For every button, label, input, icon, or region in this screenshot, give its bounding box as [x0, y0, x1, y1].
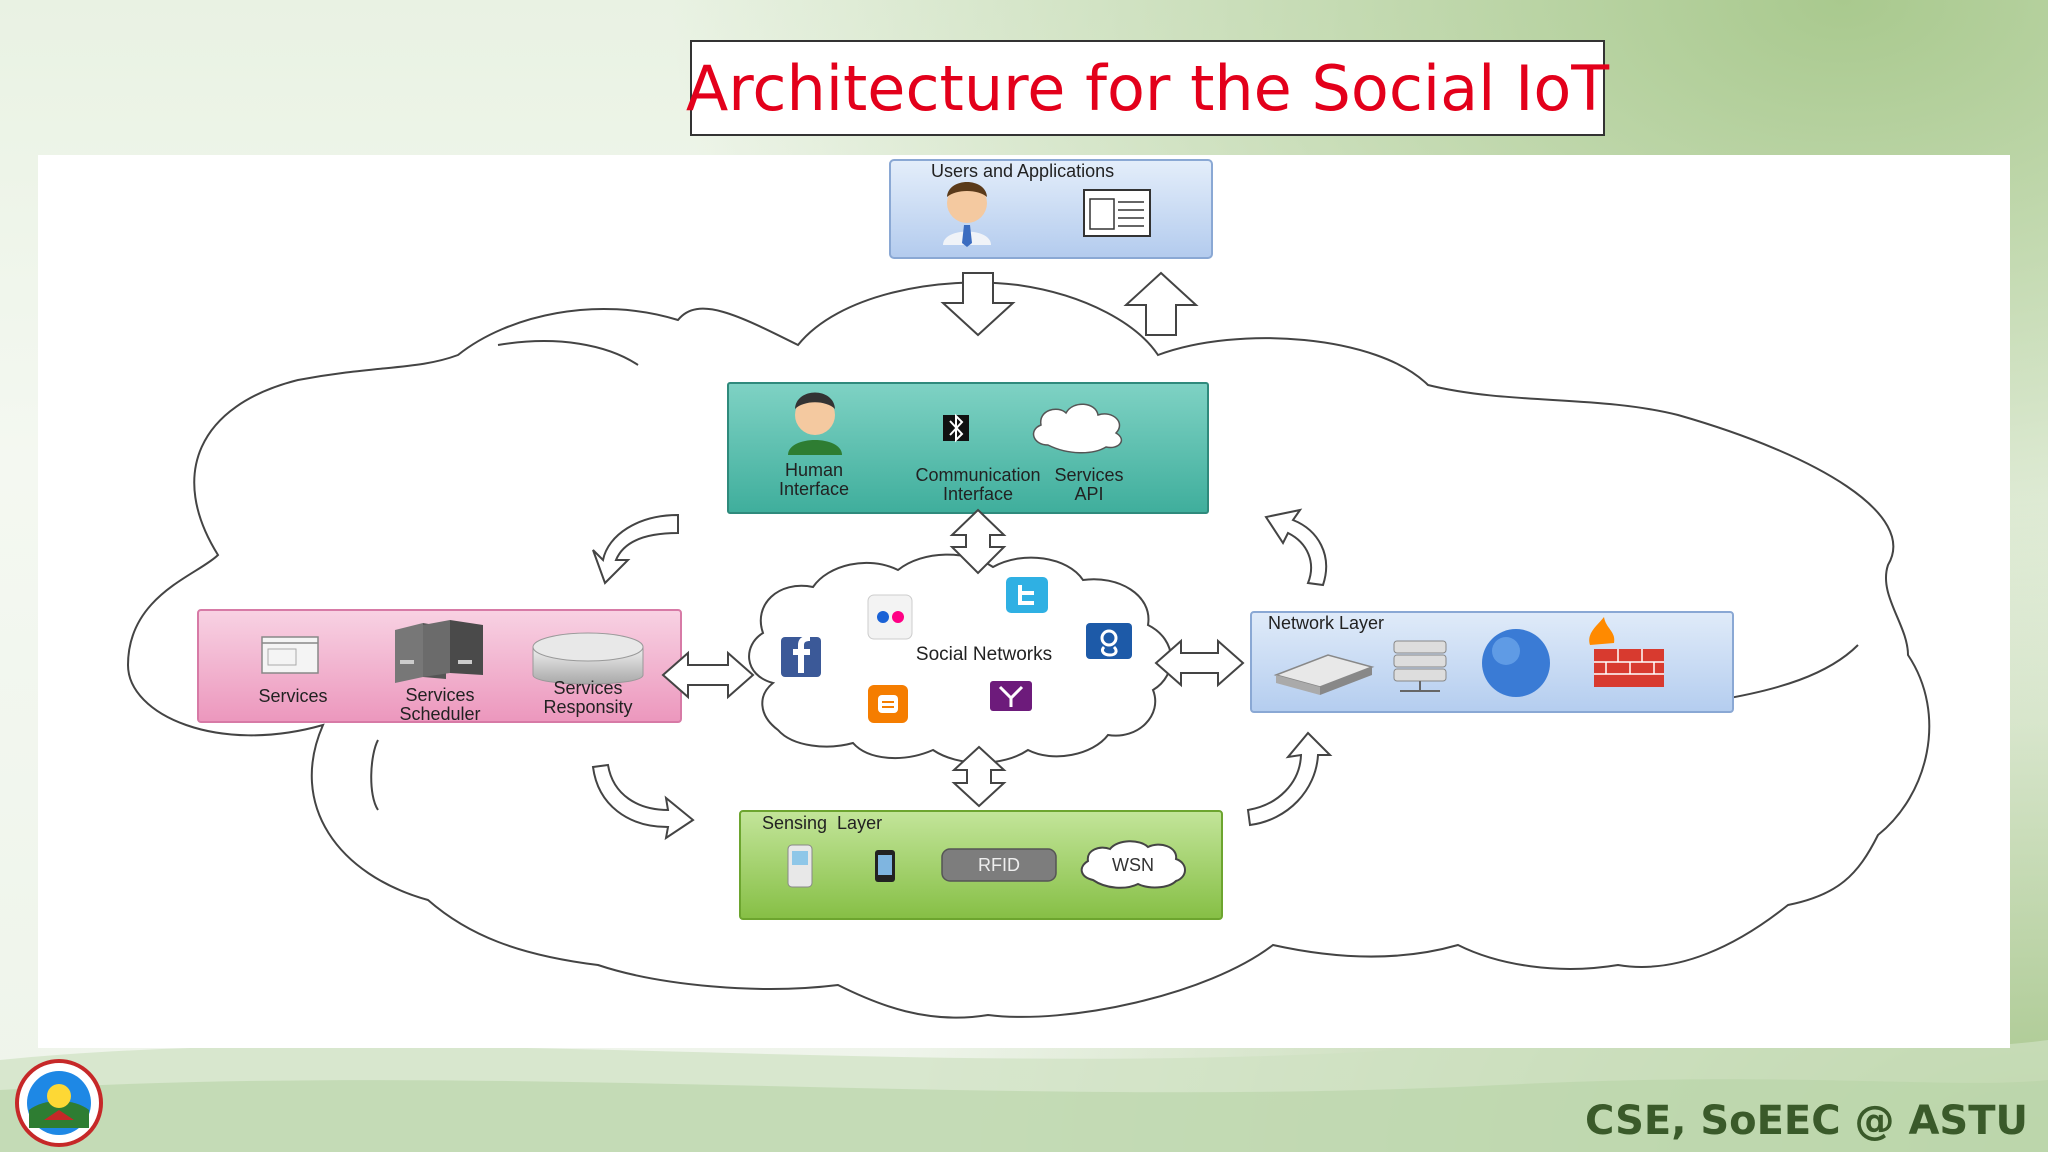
- firewall-icon: [1589, 617, 1664, 687]
- yahoo-icon: [990, 681, 1032, 711]
- mobile-phone-icon: [787, 844, 813, 888]
- person-icon: [788, 392, 842, 455]
- disk-icon: [532, 632, 644, 685]
- wsn-label: WSN: [1112, 855, 1154, 875]
- facebook-icon: [781, 635, 821, 677]
- bluetooth-icon: [943, 413, 969, 443]
- cloud-icon: [1032, 403, 1123, 454]
- slide-title-box: Architecture for the Social IoT: [686, 40, 1609, 136]
- curved-arrow-bottom-right: [1246, 731, 1333, 827]
- flickr-icon: [867, 594, 913, 640]
- diagram-drawing: [126, 159, 1931, 1019]
- rfid-tag: [941, 848, 1057, 882]
- footer-text: CSE, SoEEC @ ASTU: [1584, 1098, 2028, 1144]
- interface-social-arrow: [949, 508, 1007, 575]
- globe-icon: [1482, 629, 1550, 697]
- database-icon: [1393, 640, 1447, 692]
- users-panel-title: Users and Applications: [931, 161, 1115, 181]
- curved-arrow-top-left: [592, 513, 679, 585]
- down-arrow: [940, 272, 1016, 337]
- university-logo: [15, 1059, 103, 1147]
- curved-arrow-top-right: [1264, 508, 1328, 587]
- social-network-arrow: [1154, 638, 1245, 688]
- network-layer-title: Network Layer: [1268, 613, 1385, 633]
- social-sensing-arrow: [951, 745, 1007, 808]
- slide-title: Architecture for the Social IoT: [685, 51, 1610, 125]
- blogger-icon: [868, 685, 908, 723]
- rfid-label: RFID: [978, 855, 1020, 875]
- document-icon: [1083, 189, 1151, 237]
- user-icon: [943, 182, 991, 247]
- google-icon: [1086, 623, 1132, 659]
- curved-arrow-bottom-left: [591, 763, 695, 841]
- sensing-layer-title: Sensing Layer: [762, 813, 883, 833]
- social-cloud: [748, 553, 1173, 764]
- services-social-arrow: [661, 650, 755, 700]
- social-networks-label: Social Networks: [915, 644, 1053, 665]
- window-icon: [261, 636, 319, 674]
- twitter-icon: [1006, 577, 1048, 613]
- up-arrow: [1123, 271, 1199, 336]
- router-icon: [1273, 654, 1375, 695]
- smartphone-icon: [875, 850, 895, 882]
- wsn-cloud: [1080, 840, 1186, 889]
- services-label: Services: [258, 686, 328, 706]
- servers-icon: [395, 620, 483, 683]
